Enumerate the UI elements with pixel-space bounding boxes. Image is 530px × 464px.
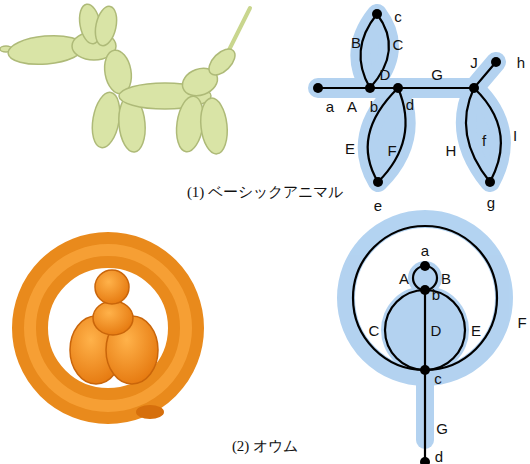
part-letter: b bbox=[370, 99, 378, 114]
part-letter: C bbox=[393, 37, 404, 52]
subfigure-caption: (2) オウム bbox=[232, 439, 298, 454]
part-letter: h bbox=[517, 55, 525, 70]
part-letter: E bbox=[471, 323, 481, 338]
part-letter: c bbox=[394, 9, 402, 24]
part-letter: e bbox=[374, 198, 382, 213]
part-letter: I bbox=[513, 128, 517, 143]
part-letter: a bbox=[326, 99, 334, 114]
part-letter: J bbox=[470, 55, 478, 70]
node-dot bbox=[313, 9, 501, 187]
balloon-dog-photo bbox=[0, 3, 250, 156]
part-letter: F bbox=[517, 315, 526, 330]
part-letter: D bbox=[431, 323, 442, 338]
part-letter: E bbox=[345, 141, 355, 156]
part-letter: d bbox=[406, 97, 414, 112]
part-letter: g bbox=[487, 195, 495, 210]
node-dot bbox=[420, 261, 430, 464]
balloon-parrot-photo bbox=[30, 250, 186, 419]
part-letter: d bbox=[435, 449, 443, 464]
structure-line bbox=[353, 226, 497, 462]
part-letter: A bbox=[347, 99, 357, 114]
part-letter: B bbox=[351, 35, 361, 50]
part-letter: a bbox=[421, 243, 429, 258]
part-letter: G bbox=[436, 421, 448, 436]
part-letter: C bbox=[369, 323, 380, 338]
part-letter: G bbox=[431, 67, 443, 82]
structure-line bbox=[318, 14, 501, 182]
part-letter: b bbox=[432, 287, 440, 302]
part-letter: H bbox=[446, 143, 457, 158]
part-letter: D bbox=[380, 67, 391, 82]
subfigure-caption: (1) ベーシックアニマル bbox=[187, 185, 343, 200]
part-letter: f bbox=[482, 133, 486, 148]
part-letter: A bbox=[399, 271, 409, 286]
part-letter: F bbox=[387, 143, 396, 158]
part-letter: B bbox=[441, 271, 451, 286]
part-letter: c bbox=[434, 371, 442, 386]
balloon-band bbox=[318, 14, 501, 182]
